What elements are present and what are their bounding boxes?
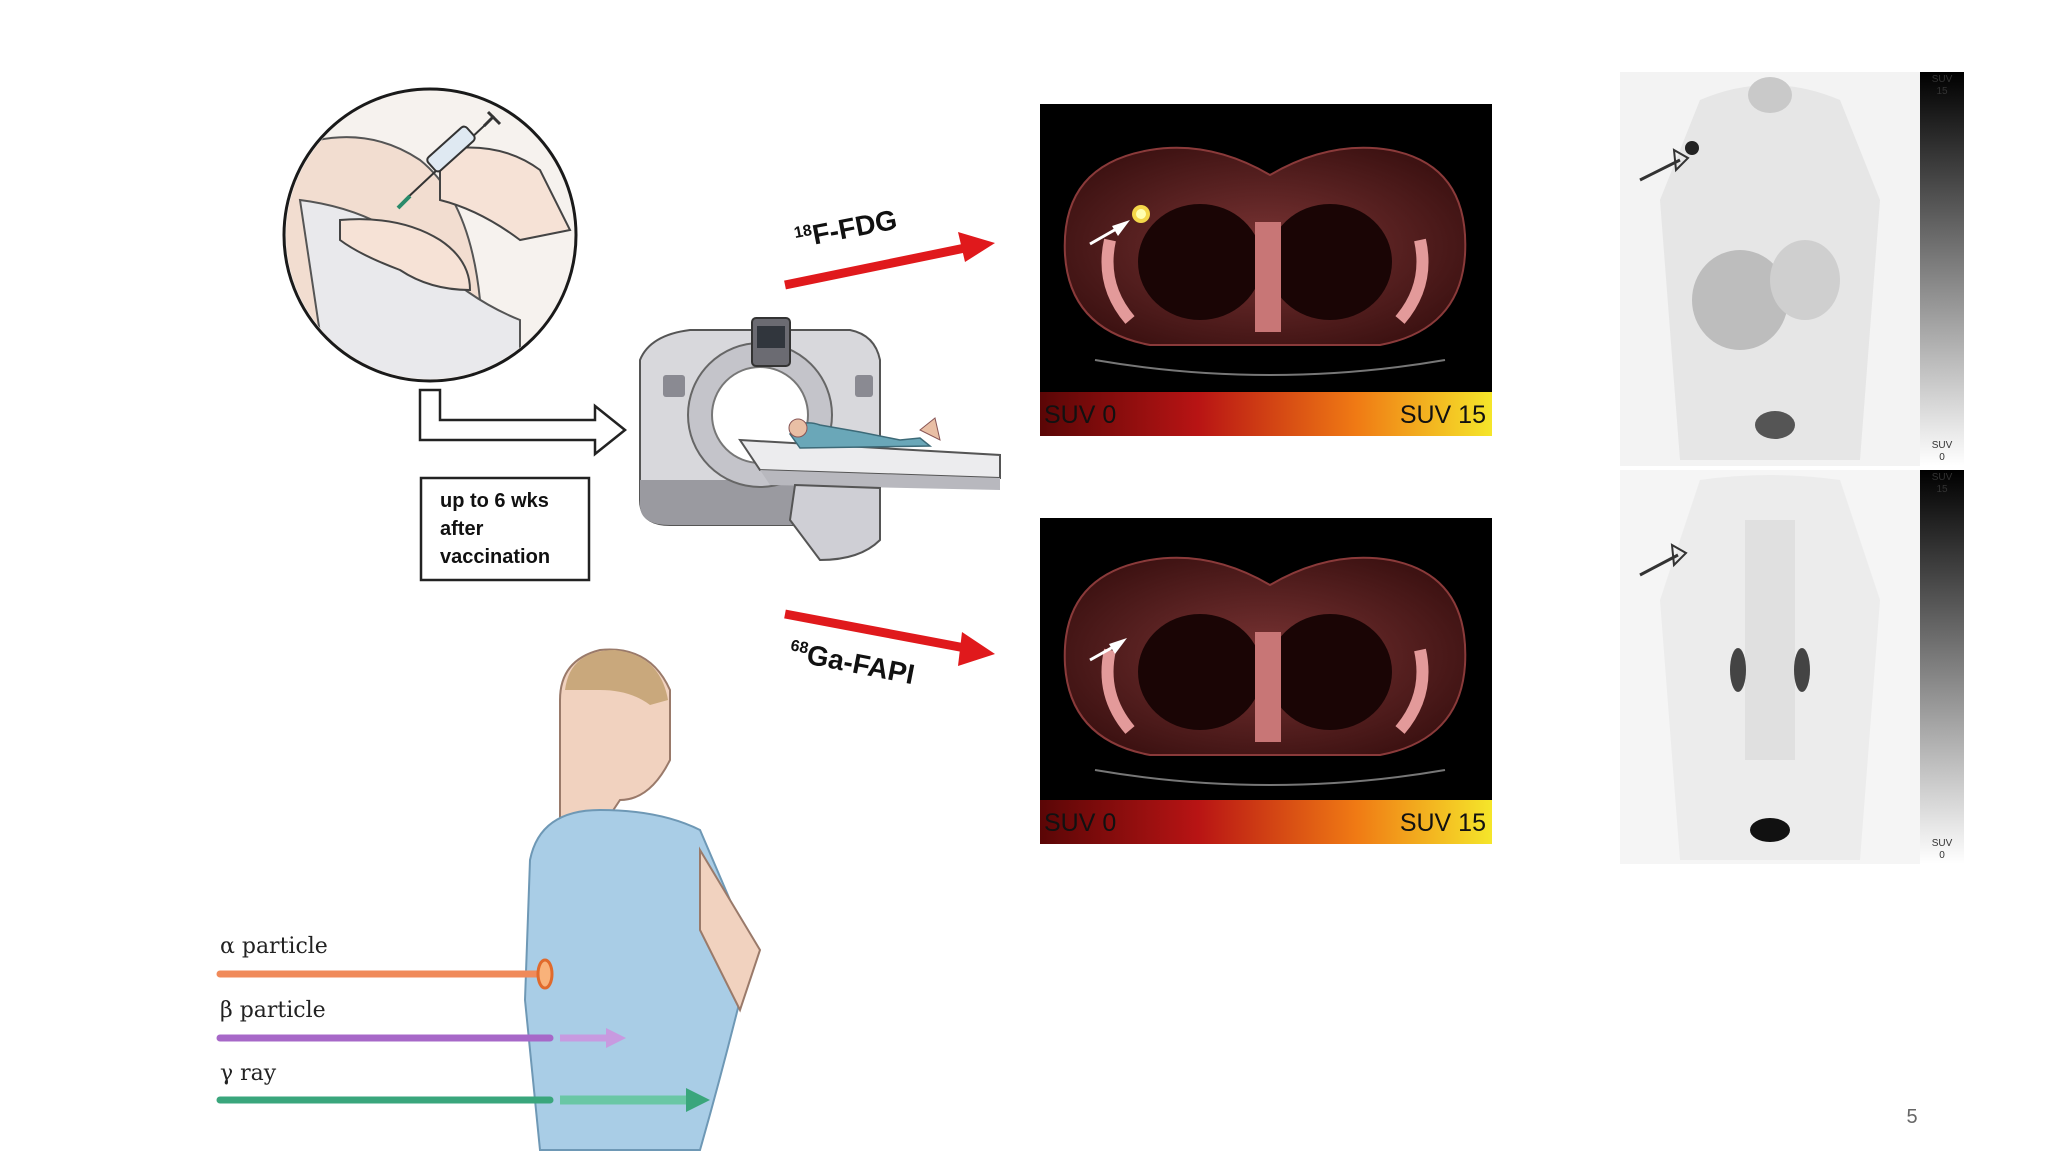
fdg-mip-image: SUV 15 SUV 0 <box>1620 72 1964 466</box>
fapi-mip-scale-bottom-b: 0 <box>1939 850 1945 861</box>
fapi-mass-number: 68 <box>789 637 810 657</box>
vaccination-illustration <box>282 87 578 383</box>
beta-symbol: β <box>220 998 233 1023</box>
fdg-suv-colorbar <box>1040 392 1492 436</box>
fdg-tracer-name: F-FDG <box>810 204 900 251</box>
fapi-tracer-name: Ga-FAPI <box>804 639 917 690</box>
beta-text: particle <box>240 998 326 1023</box>
alpha-particle-label: α particle <box>220 934 328 959</box>
fapi-mip-scale-top-a: SUV <box>1932 472 1953 483</box>
person-illustration <box>523 648 762 1151</box>
fdg-mip-scale-top-b: 15 <box>1936 86 1948 97</box>
fdg-mip-scale-bottom-a: SUV <box>1932 440 1953 451</box>
fdg-mip-scale-bottom-b: 0 <box>1939 452 1945 463</box>
fapi-arrow <box>784 609 995 666</box>
fapi-label: 68Ga-FAPI <box>787 635 917 690</box>
alpha-text: particle <box>242 934 328 959</box>
delay-line-3: vaccination <box>440 546 550 568</box>
fapi-mip-scale-top-b: 15 <box>1936 484 1948 495</box>
fdg-suv-max-label: SUV 15 <box>1400 401 1486 429</box>
gamma-ray-label: γ ray <box>220 1061 277 1086</box>
fapi-suv-colorbar <box>1040 800 1492 844</box>
fapi-suv-max-label: SUV 15 <box>1400 809 1486 837</box>
beta-particle-track <box>216 1028 626 1048</box>
fapi-axial-scan: SUV 0 SUV 15 <box>1040 518 1492 844</box>
gamma-symbol: γ <box>220 1061 233 1086</box>
gamma-ray-track <box>216 1088 710 1112</box>
alpha-particle-track <box>216 958 554 990</box>
fdg-mass-number: 18 <box>793 222 814 242</box>
pet-ct-scanner-illustration <box>639 317 1001 562</box>
gamma-text: ray <box>240 1061 277 1086</box>
delay-line-1: up to 6 wks <box>440 490 549 512</box>
alpha-symbol: α <box>220 934 235 959</box>
syringe-icon <box>396 110 502 210</box>
timeline-arrow <box>418 388 628 457</box>
page-number: 5 <box>1906 1106 1917 1128</box>
fdg-mip-scale-top-a: SUV <box>1932 74 1953 85</box>
fdg-arrow <box>784 232 995 290</box>
fapi-mip-image: SUV 15 SUV 0 <box>1620 470 1964 864</box>
beta-particle-label: β particle <box>220 998 326 1023</box>
fapi-mip-scale-bottom-a: SUV <box>1932 838 1953 849</box>
fdg-suv-min-label: SUV 0 <box>1044 401 1116 429</box>
fapi-suv-min-label: SUV 0 <box>1044 809 1116 837</box>
fdg-axial-scan: SUV 0 SUV 15 <box>1040 104 1492 436</box>
fdg-label: 18F-FDG <box>792 204 899 254</box>
delay-line-2: after <box>440 518 484 540</box>
delay-box: up to 6 wks after vaccination <box>419 476 591 582</box>
